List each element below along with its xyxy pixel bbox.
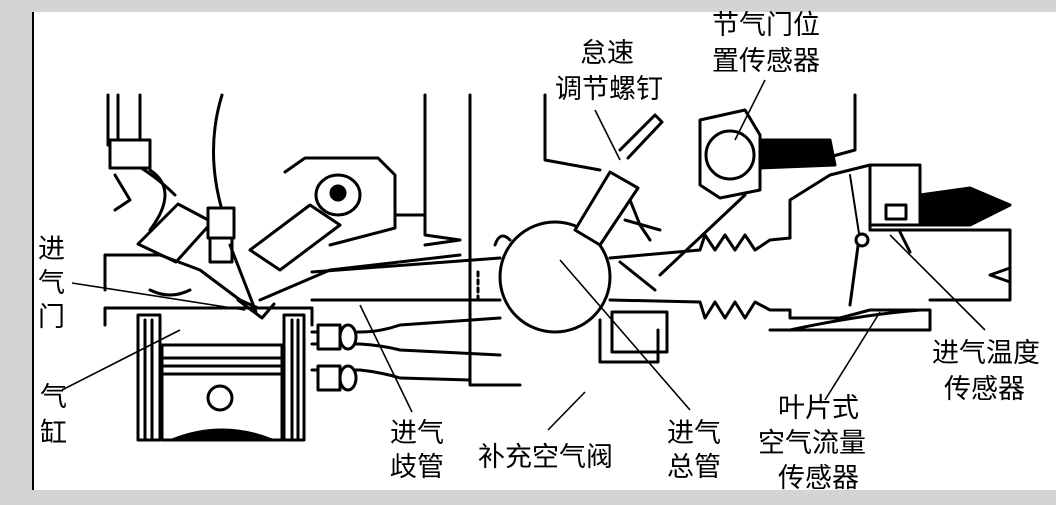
label-aux-air-valve: 补充空气阀 [478, 442, 613, 473]
leader-manifold [359, 304, 413, 413]
label-afm-1: 叶片式 [778, 393, 859, 424]
vacuum-hoses [310, 93, 522, 392]
label-plenum-2: 总管 [667, 452, 721, 483]
label-tps-2: 置传感器 [712, 46, 820, 77]
label-intake-valve-3: 门 [38, 302, 65, 333]
label-cylinder-1: 气 [40, 382, 67, 413]
label-manifold-2: 歧管 [390, 452, 444, 483]
air-flow-meter [608, 93, 1012, 332]
leader-plenum [559, 259, 691, 411]
intake-manifold-pipe [310, 256, 502, 302]
label-intake-valve-1: 进 [38, 234, 65, 265]
leader-intake-valve [71, 282, 246, 311]
leader-tps [734, 79, 766, 141]
label-cylinder-2: 缸 [40, 418, 67, 449]
idle-screw-assembly [573, 113, 664, 292]
leader-aux-valve [547, 391, 586, 431]
leader-cylinder [61, 329, 181, 391]
cylinder-drawing [103, 306, 314, 442]
label-afm-2: 空气流量 [758, 428, 866, 459]
label-tps-1: 节气门位 [712, 10, 820, 41]
label-afm-3: 传感器 [778, 463, 859, 494]
label-intake-temp-2: 传感器 [944, 374, 1025, 405]
leader-idle-screw [594, 109, 621, 161]
label-plenum-1: 进气 [667, 418, 721, 449]
cylinder-head [103, 93, 462, 320]
label-intake-valve-2: 气 [38, 268, 65, 299]
injector-housing [206, 93, 462, 272]
leader-intake-temp [889, 234, 986, 331]
leader-afm [824, 311, 881, 401]
label-idle-screw-1: 怠速 [580, 38, 634, 69]
label-manifold-1: 进气 [390, 418, 444, 449]
label-idle-screw-2: 调节螺钉 [555, 74, 663, 105]
label-intake-temp-1: 进气温度 [932, 338, 1040, 369]
